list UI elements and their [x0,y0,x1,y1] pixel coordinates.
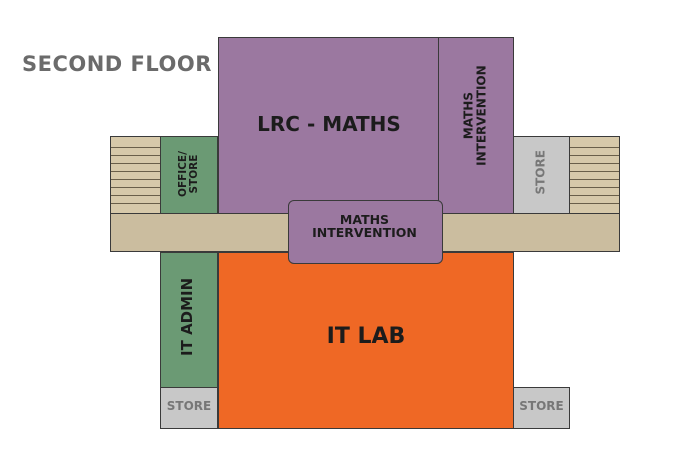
stairs-left [110,136,162,214]
room-maths-intervention-center: MATHS INTERVENTION [288,200,443,264]
room-it-lab-label: IT LAB [326,324,406,349]
room-store-bottom-right-label: STORE [519,399,564,413]
room-it-lab: IT LAB [218,252,514,429]
room-maths-intervention-top-label: MATHS INTERVENTION [461,65,488,166]
room-lrc-maths: LRC - MATHS [218,37,440,214]
room-maths-intervention-center-label: MATHS INTERVENTION [312,212,417,241]
room-store-right-upper-label: STORE [533,150,548,195]
room-store-bottom-left: STORE [160,387,218,429]
room-store-bottom-right: STORE [513,387,570,429]
room-store-right-upper: STORE [513,136,570,214]
floor-title: SECOND FLOOR [22,52,212,76]
room-it-admin: IT ADMIN [160,252,218,388]
room-office-store: OFFICE/ STORE [160,136,218,214]
room-office-store-label: OFFICE/ STORE [176,151,200,197]
room-maths-intervention-top: MATHS INTERVENTION [438,37,514,214]
room-store-bottom-left-label: STORE [166,399,212,413]
room-lrc-maths-label: LRC - MATHS [257,112,401,136]
room-it-admin-label: IT ADMIN [178,277,197,356]
stairs-right [568,136,620,214]
